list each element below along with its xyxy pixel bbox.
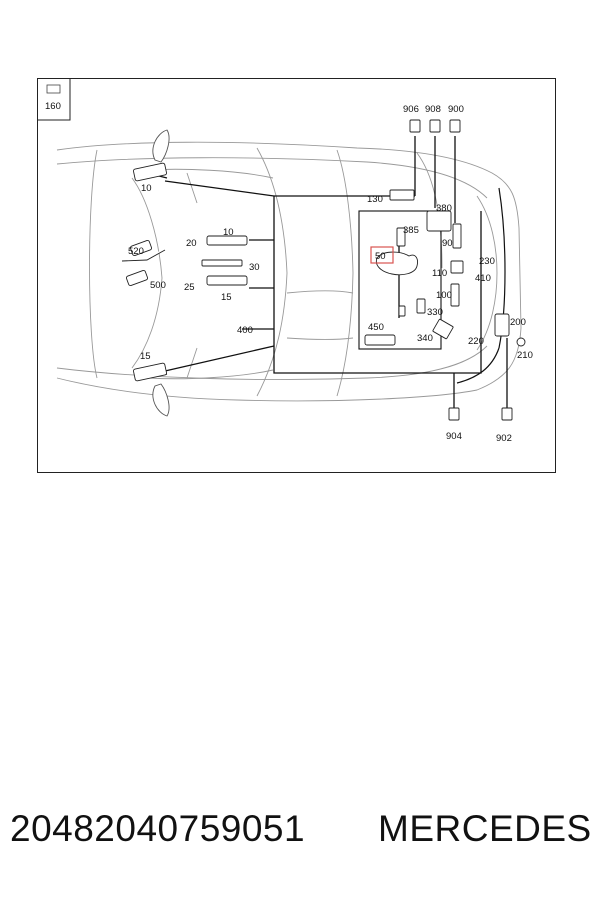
callout-110: 110 — [432, 268, 447, 279]
callout-385: 385 — [403, 225, 419, 236]
callout-900: 900 — [448, 104, 464, 115]
callout-380: 380 — [436, 203, 452, 214]
callout-90: 90 — [442, 238, 453, 249]
parts-diagram: 160 — [37, 78, 533, 444]
mirror-front — [152, 129, 170, 417]
callout-520: 520 — [128, 246, 144, 257]
callout-10: 10 — [223, 227, 234, 238]
callout-906: 906 — [403, 104, 419, 115]
callout-410: 410 — [475, 273, 491, 284]
callout-904: 904 — [446, 431, 462, 442]
callout-15: 15 — [221, 292, 232, 303]
callout-330: 330 — [427, 307, 443, 318]
diagram-frame — [37, 78, 556, 473]
callout-10-front: 10 — [141, 183, 152, 194]
callout-210: 210 — [517, 350, 533, 361]
brand-name: MERCEDES — [378, 808, 592, 849]
callout-200: 200 — [510, 317, 526, 328]
callout-30: 30 — [249, 262, 260, 273]
callout-labels: 10 10 15 15 20 25 30 50 90 100 110 130 2… — [128, 104, 533, 444]
callout-450: 450 — [368, 322, 384, 333]
callout-902: 902 — [496, 433, 512, 444]
callout-50-highlight — [370, 246, 394, 264]
callout-130: 130 — [367, 194, 383, 205]
callout-500: 500 — [150, 280, 166, 291]
callout-908: 908 — [425, 104, 441, 115]
callout-25: 25 — [184, 282, 195, 293]
footer: 20482040759051 MERCEDES — [10, 808, 595, 858]
part-number: 20482040759051 — [10, 808, 306, 849]
callout-20: 20 — [186, 238, 197, 249]
page-ref-label: 160 — [45, 101, 61, 112]
callout-15-rear: 15 — [140, 351, 151, 362]
callout-220: 220 — [468, 336, 484, 347]
callout-400: 400 — [237, 325, 253, 336]
callout-340: 340 — [417, 333, 433, 344]
callout-100: 100 — [436, 290, 452, 301]
callout-50: 50 — [375, 251, 386, 262]
page-ref-box: 160 — [37, 78, 71, 121]
component-shapes — [121, 119, 526, 421]
callout-230: 230 — [479, 256, 495, 267]
car-outline — [56, 141, 522, 402]
